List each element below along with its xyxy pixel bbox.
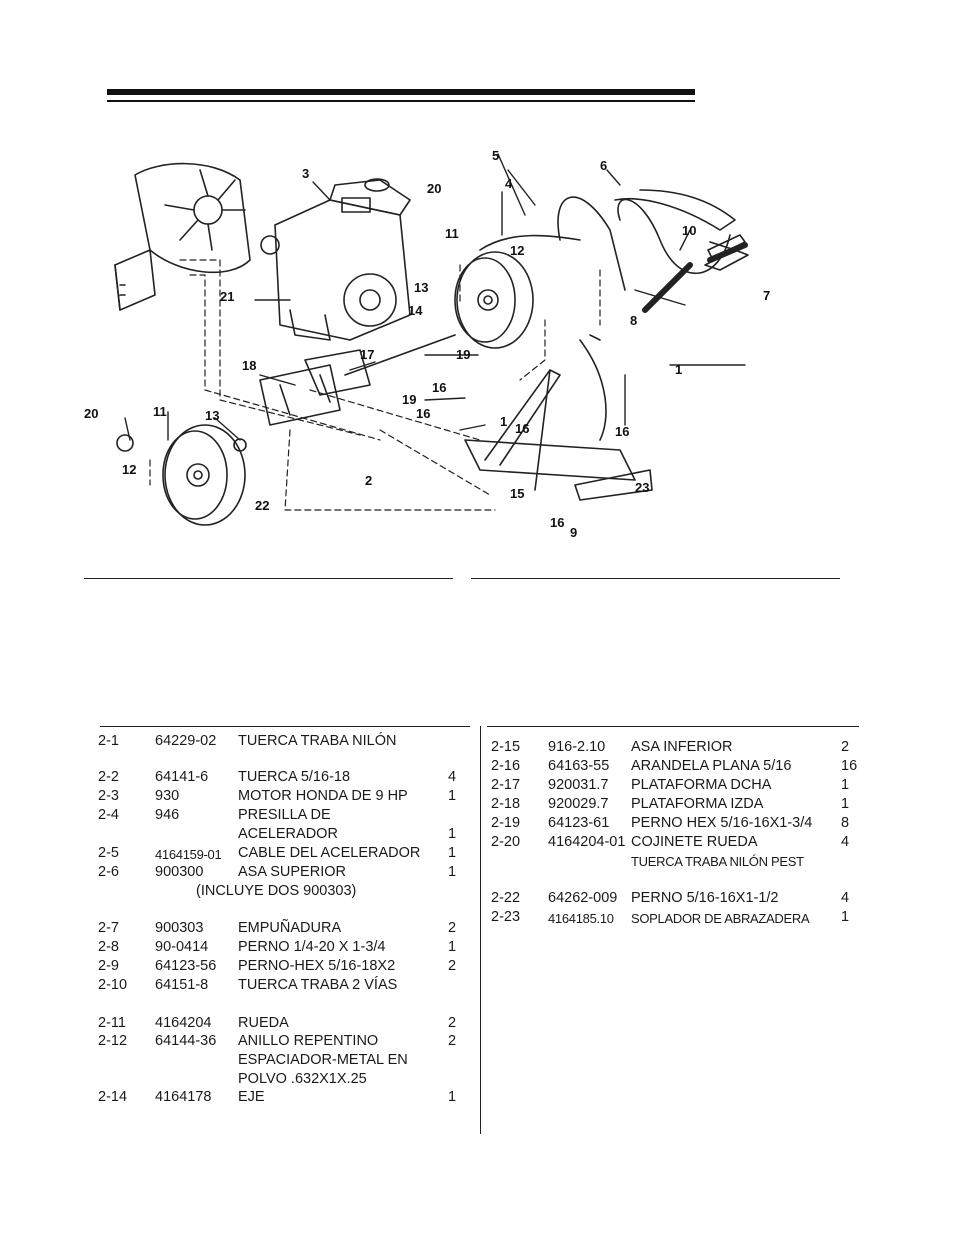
engine xyxy=(260,178,411,341)
callout-16d: 16 xyxy=(615,424,629,439)
grip-left xyxy=(642,262,693,313)
callout-10: 10 xyxy=(682,223,696,238)
callout-13: 13 xyxy=(414,280,428,295)
callout-5: 5 xyxy=(492,148,499,163)
callout-16c: 16 xyxy=(515,421,529,436)
callout-19a: 19 xyxy=(456,347,470,362)
assembly-guides xyxy=(149,259,601,511)
axle xyxy=(344,334,456,376)
callout-17: 17 xyxy=(360,347,374,362)
upper-handle xyxy=(557,189,749,291)
callout-2: 2 xyxy=(365,473,372,488)
callout-3: 3 xyxy=(302,166,309,181)
callout-8: 8 xyxy=(630,313,637,328)
exploded-parts-diagram: 3 20 11 12 4 5 6 10 7 8 13 14 21 17 18 1… xyxy=(84,148,770,540)
callout-16e: 16 xyxy=(550,515,564,530)
callout-11: 11 xyxy=(445,226,459,241)
callout-20: 20 xyxy=(427,181,441,196)
callout-1a: 1 xyxy=(675,362,682,377)
callout-13b: 13 xyxy=(205,408,219,423)
right-wheel xyxy=(454,251,534,349)
lower-handle-frame xyxy=(464,334,653,501)
callout-22: 22 xyxy=(255,498,269,513)
section-rule-left xyxy=(84,578,453,579)
grip-right xyxy=(707,242,748,263)
callout-11b: 11 xyxy=(153,404,167,419)
callout-16a: 16 xyxy=(432,380,446,395)
blower-housing xyxy=(114,162,251,311)
parts-list-right: 2-15 916-2.10 ASA INFERIOR 2 2-16 64163-… xyxy=(491,739,858,926)
callout-21: 21 xyxy=(220,289,234,304)
callout-12b: 12 xyxy=(122,462,136,477)
callout-19b: 19 xyxy=(402,392,416,407)
table-rule-left xyxy=(100,726,470,727)
header-rule-thin xyxy=(107,100,695,102)
callout-15: 15 xyxy=(510,486,524,501)
callout-18: 18 xyxy=(242,358,256,373)
left-wheel xyxy=(116,424,247,526)
engine-platform xyxy=(259,349,371,426)
callout-6: 6 xyxy=(600,158,607,173)
callout-9: 9 xyxy=(570,525,577,540)
callout-4: 4 xyxy=(505,176,513,191)
callout-1b: 1 xyxy=(500,414,507,429)
callout-23: 23 xyxy=(635,480,649,495)
table-divider xyxy=(480,726,481,1134)
callout-7: 7 xyxy=(763,288,770,303)
callout-14: 14 xyxy=(408,303,423,318)
header-rule-thick xyxy=(107,89,695,95)
callout-arrows xyxy=(124,153,746,441)
throttle-cable xyxy=(479,234,581,251)
parts-list-left: 2-1 64229-02 TUERCA TRABA NILÓN 2-2 6414… xyxy=(98,733,457,1105)
callout-labels: 3 20 11 12 4 5 6 10 7 8 13 14 21 17 18 1… xyxy=(84,148,770,540)
callout-16b: 16 xyxy=(416,406,430,421)
callout-20b: 20 xyxy=(84,406,98,421)
callout-12: 12 xyxy=(510,243,524,258)
table-rule-right xyxy=(487,726,859,727)
section-rule-right xyxy=(471,578,840,579)
